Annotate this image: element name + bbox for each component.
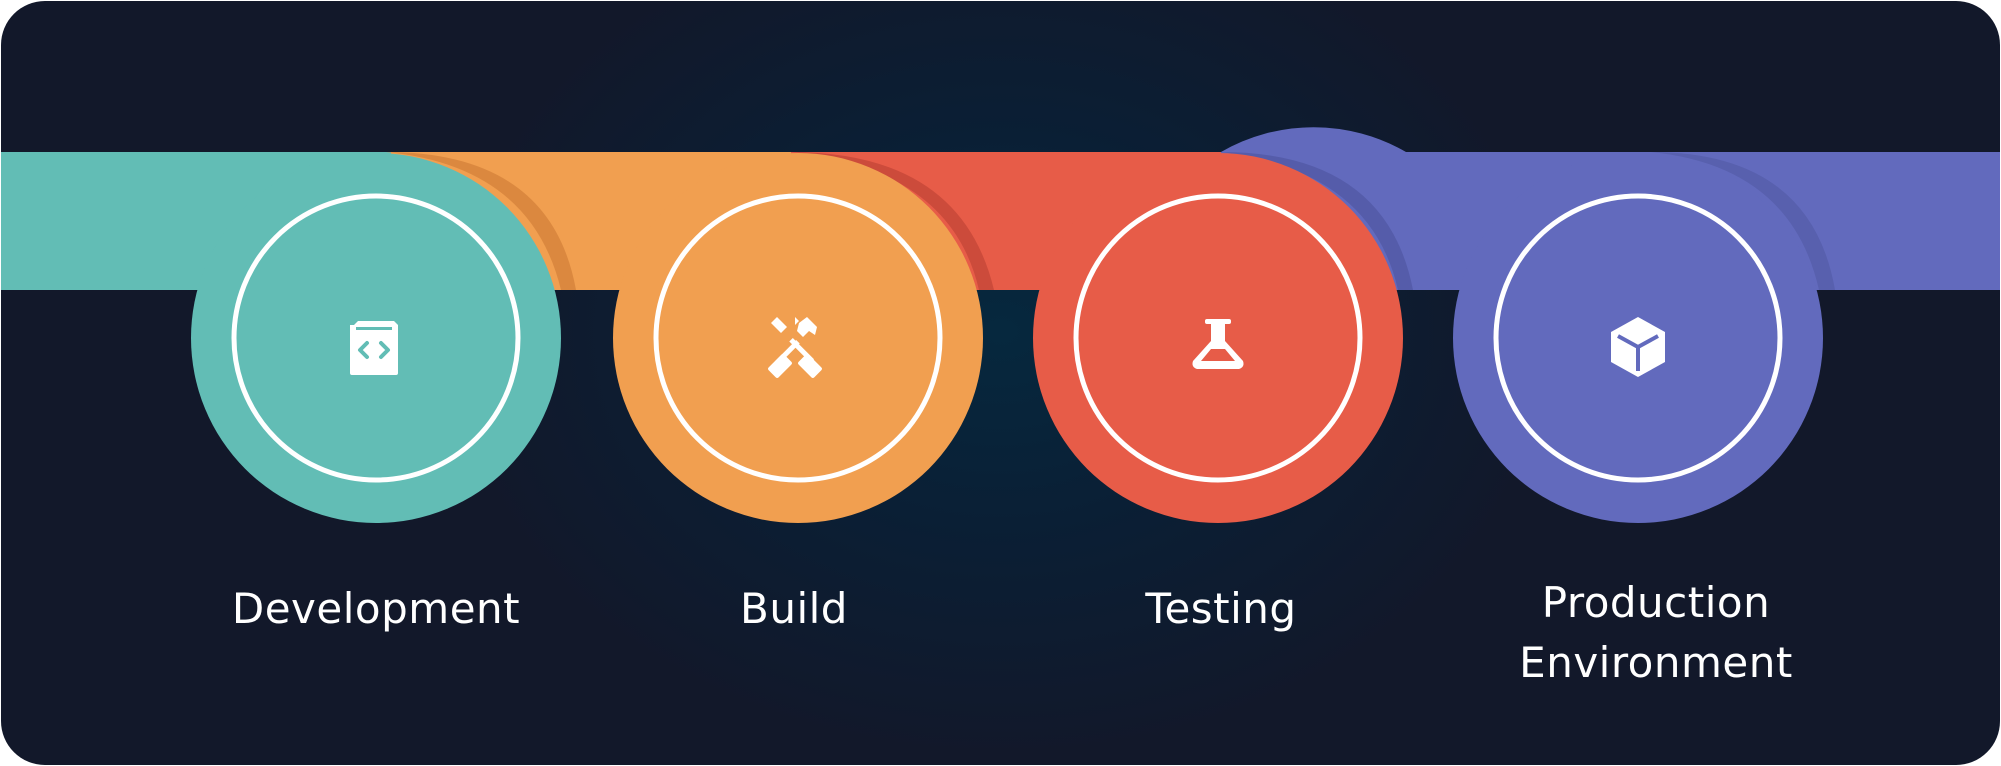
testing-ring [1073,193,1363,483]
stage-development-band [1,152,576,523]
production-ring [1493,193,1783,483]
stage-label-production: Production Environment [1519,578,1793,687]
flask-icon [1192,319,1244,369]
stage-label-development: Development [231,584,521,633]
development-ring [231,193,521,483]
hammer-wrench-icon [768,317,822,378]
stage-label-build: Build [740,584,848,633]
build-ring [653,193,943,483]
stage-label-testing: Testing [1145,584,1297,633]
cube-icon [1611,317,1665,377]
code-box-icon [350,321,398,375]
